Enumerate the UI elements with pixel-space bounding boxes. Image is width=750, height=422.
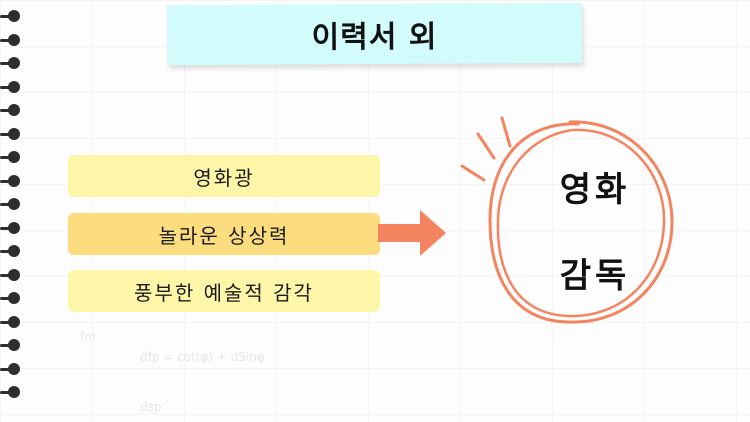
background-formula: dfp = cot(φ) + dSinφ — [140, 350, 265, 364]
title-banner: 이력서 외 — [166, 2, 583, 66]
binding-ring-icon — [0, 245, 22, 257]
binding-ring-icon — [0, 151, 22, 163]
binding-ring-icon — [0, 292, 22, 304]
binding-ring-icon — [0, 198, 22, 210]
binding-ring-icon — [0, 315, 22, 328]
binding-ring-icon — [0, 386, 22, 398]
page-title: 이력서 외 — [311, 19, 438, 56]
trait-artistic-sense: 풍부한 예술적 감각 — [68, 270, 380, 312]
notebook-binding-rings — [0, 10, 24, 410]
binding-ring-icon — [0, 80, 22, 93]
highlight-circle-icon — [460, 116, 674, 324]
binding-ring-icon — [0, 268, 22, 281]
result-line-1: 영화 — [559, 170, 631, 210]
binding-ring-icon — [0, 362, 22, 375]
background-label-dsp: dsp — [140, 400, 162, 414]
trait-imagination: 놀라운 상상력 — [68, 213, 380, 255]
result-line-2: 감독 — [559, 256, 631, 296]
trait-label: 풍부한 예술적 감각 — [134, 280, 314, 305]
binding-ring-icon — [0, 339, 22, 351]
binding-ring-icon — [0, 57, 22, 69]
binding-ring-icon — [0, 33, 22, 46]
binding-ring-icon — [0, 10, 22, 22]
trait-film-lover: 영화광 — [68, 155, 380, 197]
binding-ring-icon — [0, 104, 22, 116]
background-label-fm: fm — [80, 330, 96, 344]
trait-label: 영화광 — [193, 165, 255, 190]
arrow-right-icon — [378, 210, 446, 256]
trait-label: 놀라운 상상력 — [158, 223, 290, 248]
binding-ring-icon — [0, 127, 22, 140]
binding-ring-icon — [0, 174, 22, 187]
binding-ring-icon — [0, 221, 22, 234]
